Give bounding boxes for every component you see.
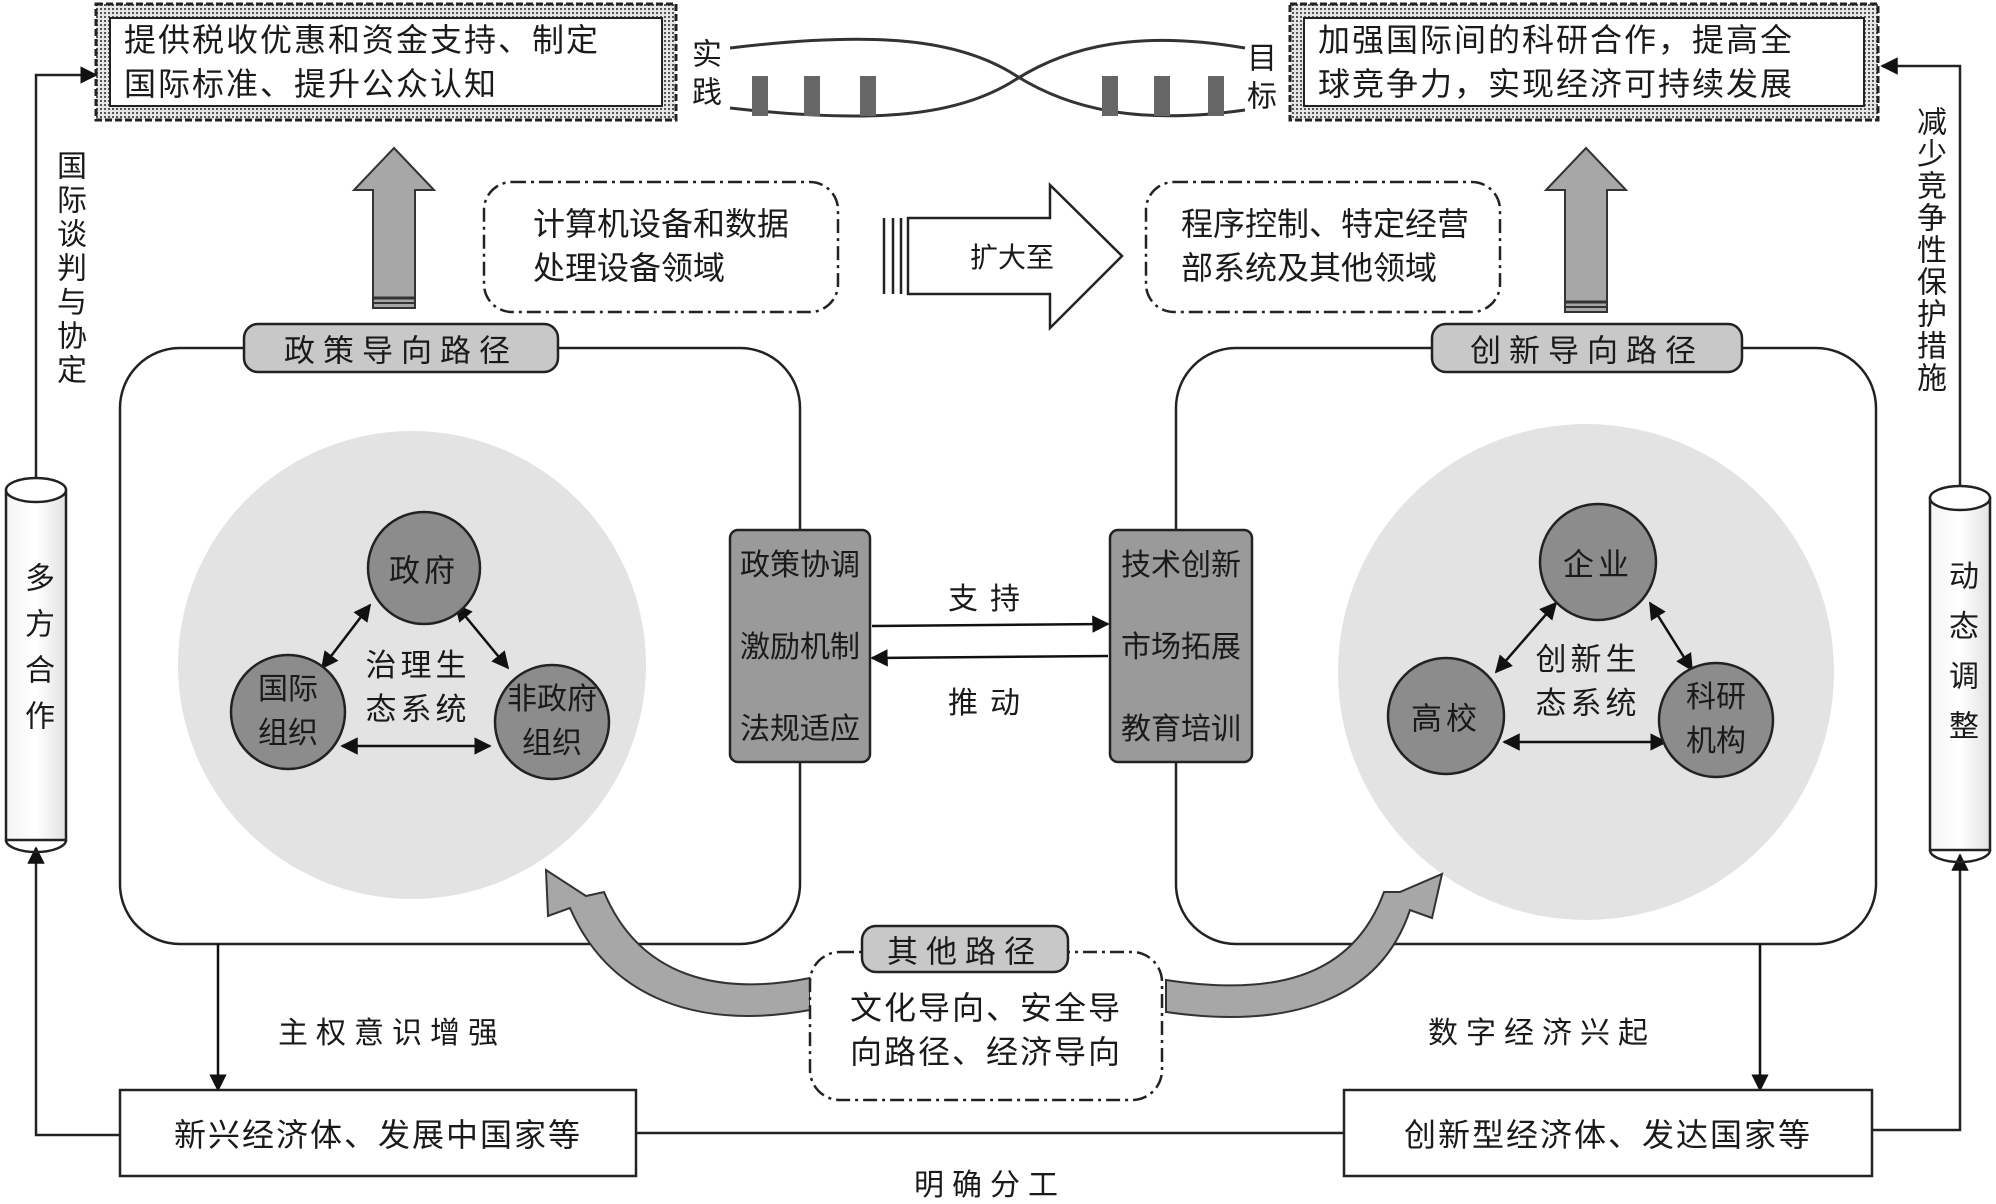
innovation-center-line-1: 创新生 (1535, 642, 1641, 678)
university-node (1386, 656, 1506, 776)
top-right-line-1: 加强国际间的科研合作，提高全 (1318, 21, 1795, 59)
policy-item-3: 法规适应 (740, 712, 860, 747)
policy-item-2: 激励机制 (740, 630, 860, 665)
research-label: 科研 机构 (1686, 676, 1746, 764)
research-line-2: 机构 (1686, 724, 1746, 759)
promote-arrow (870, 649, 1109, 667)
right-feedback-line (1872, 57, 1969, 1132)
computer-line-2: 处理设备领域 (532, 249, 726, 287)
innovation-path-tag (1430, 322, 1744, 374)
enterprise-node (1538, 502, 1658, 622)
governance-bg (178, 431, 646, 899)
left-cylinder-text: 多方合作 (19, 562, 54, 746)
program-box (1144, 180, 1502, 314)
top-right-box-text: 加强国际间的科研合作，提高全 球竞争力，实现经济可持续发展 (1318, 18, 1794, 106)
support-label: 支持 (948, 582, 1032, 617)
innovation-center-line-2: 态系统 (1535, 686, 1641, 722)
governance-center-line-1: 治理生 (365, 648, 471, 684)
top-left-box (94, 2, 678, 122)
promote-label: 推动 (948, 686, 1032, 721)
left-feedback-line (27, 66, 120, 1137)
right-cylinder (1928, 484, 1992, 864)
government-node (366, 510, 482, 626)
research-line-1: 科研 (1686, 680, 1746, 715)
left-up-arrow (351, 146, 437, 309)
intl-org-label: 国际 组织 (258, 668, 318, 756)
division-label: 明确分工 (914, 1168, 1066, 1203)
governance-arrows (320, 603, 510, 755)
ngo-line-2: 组织 (522, 726, 582, 761)
other-paths-line-2: 向路径、经济导向 (849, 1033, 1123, 1071)
right-curved-arrow (1165, 872, 1444, 1018)
emerging-box-text: 新兴经济体、发展中国家等 (173, 1116, 583, 1154)
research-node (1657, 661, 1775, 779)
government-label: 政府 (389, 553, 459, 590)
policy-items-box (728, 528, 872, 764)
innovative-box-text: 创新型经济体、发达国家等 (1403, 1116, 1813, 1154)
policy-path-title: 政策导向路径 (284, 333, 518, 370)
tech-item-2: 市场拓展 (1121, 630, 1241, 665)
right-cylinder-text: 动态调整 (1943, 560, 1978, 760)
top-right-line-2: 球竞争力，实现经济可持续发展 (1318, 65, 1795, 103)
practice-goal-band (729, 37, 1246, 118)
other-paths-text: 文化导向、安全导 向路径、经济导向 (850, 986, 1122, 1074)
governance-center-label: 治理生 态系统 (366, 644, 471, 732)
innovation-arrows (1494, 601, 1694, 751)
top-left-box-text: 提供税收优惠和资金支持、制定 国际标准、提升公众认知 (124, 18, 600, 106)
innovation-path-title: 创新导向路径 (1470, 333, 1704, 370)
expand-label: 扩大至 (969, 241, 1055, 274)
left-vertical-text: 国际谈判与协定 (51, 150, 86, 388)
ngo-label: 非政府 组织 (507, 678, 597, 766)
other-paths-tag (860, 924, 1070, 974)
program-line-1: 程序控制、特定经营 (1180, 205, 1470, 243)
support-arrow (871, 615, 1110, 633)
top-left-line-1: 提供税收优惠和资金支持、制定 (124, 21, 601, 59)
top-left-line-2: 国际标准、提升公众认知 (124, 65, 499, 103)
program-line-2: 部系统及其他领域 (1180, 249, 1438, 287)
computer-line-1: 计算机设备和数据 (532, 205, 790, 243)
goal-label: 目标 (1241, 42, 1276, 118)
top-right-box (1288, 2, 1880, 122)
innovation-bg (1338, 424, 1834, 920)
other-paths-line-1: 文化导向、安全导 (849, 989, 1123, 1027)
left-curved-arrow (544, 868, 811, 1017)
policy-path-tag (242, 322, 560, 374)
other-paths-title: 其他路径 (887, 934, 1043, 971)
right-up-arrow (1543, 146, 1629, 313)
intl-org-line-1: 国际 (258, 672, 318, 707)
expand-arrow (882, 182, 1124, 332)
intl-org-line-2: 组织 (258, 716, 318, 751)
computer-box (482, 180, 840, 314)
left-cylinder (4, 476, 68, 854)
ngo-node (493, 663, 611, 781)
university-label: 高校 (1411, 701, 1481, 738)
computer-box-text: 计算机设备和数据 处理设备领域 (533, 202, 789, 290)
innovative-box (1342, 1088, 1874, 1178)
digital-economy-label: 数字经济兴起 (1428, 1016, 1656, 1051)
intl-org-node (229, 653, 347, 771)
tech-item-3: 教育培训 (1121, 712, 1241, 747)
ngo-line-1: 非政府 (507, 682, 597, 717)
tech-items-box (1108, 528, 1254, 764)
tech-item-1: 技术创新 (1121, 548, 1241, 583)
governance-center-line-2: 态系统 (365, 692, 471, 728)
sovereignty-label: 主权意识增强 (278, 1016, 506, 1051)
right-vertical-text: 减少竞争性保护措施 (1911, 106, 1946, 394)
practice-label: 实践 (686, 38, 721, 114)
enterprise-label: 企业 (1563, 547, 1633, 584)
program-box-text: 程序控制、特定经营 部系统及其他领域 (1181, 202, 1469, 290)
band-marks (752, 76, 1224, 116)
policy-item-1: 政策协调 (740, 548, 860, 583)
innovation-center-label: 创新生 态系统 (1536, 638, 1641, 726)
